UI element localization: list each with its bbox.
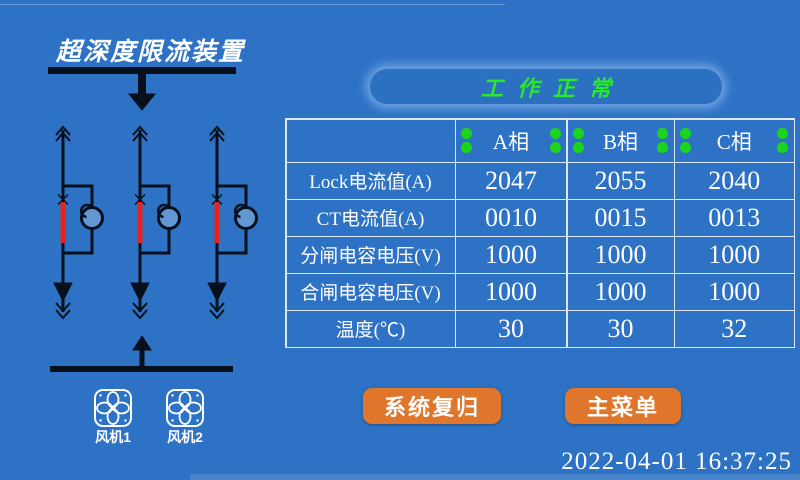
close-cap-voltage-a: 1000 xyxy=(456,274,566,310)
ct-current-c: 0013 xyxy=(675,200,794,236)
top-busbar xyxy=(48,67,236,74)
status-text: 工作正常 xyxy=(480,75,625,102)
indicator-dot xyxy=(680,142,691,153)
phase-a-indicators-left xyxy=(461,128,472,153)
temperature-b: 30 xyxy=(567,311,674,347)
output-up-arrow xyxy=(132,335,152,367)
phase-c-label: C相 xyxy=(716,129,752,154)
open-cap-voltage-a: 1000 xyxy=(456,237,566,273)
circuit-diagram xyxy=(48,67,258,427)
lock-current-c: 2040 xyxy=(675,163,794,199)
page-title: 超深度限流装置 xyxy=(56,37,246,66)
phase-branch-b xyxy=(130,125,181,320)
indicator-dot xyxy=(657,128,669,139)
phase-c-header: C相 xyxy=(675,119,794,162)
bottom-busbar xyxy=(50,366,233,372)
phase-c-indicators-right xyxy=(777,128,789,153)
indicator-dot xyxy=(461,128,472,139)
main-menu-button[interactable]: 主菜单 xyxy=(565,388,681,424)
indicator-dot xyxy=(657,142,669,153)
phase-branch-a xyxy=(53,125,104,320)
indicator-dot xyxy=(461,142,472,153)
phase-a-label: A相 xyxy=(492,129,530,154)
ct-current-b: 0015 xyxy=(567,200,674,236)
bypass-switch-icon xyxy=(234,206,258,230)
phase-b-label: B相 xyxy=(602,129,638,154)
phase-b-header: B相 xyxy=(567,119,674,162)
open-cap-voltage-b: 1000 xyxy=(567,237,674,273)
indicator-dot xyxy=(549,142,561,153)
fan-2-icon xyxy=(166,389,204,427)
phase-a-indicators-right xyxy=(549,128,561,153)
datetime-display: 2022-04-01 16:37:25 xyxy=(561,448,792,475)
temperature-c: 32 xyxy=(675,311,794,347)
indicator-dot xyxy=(680,128,691,139)
row-label-temperature: 温度(℃) xyxy=(286,311,455,347)
indicator-dot xyxy=(572,128,584,139)
bottom-divider xyxy=(190,474,800,480)
ct-current-a: 0010 xyxy=(456,200,566,236)
indicator-dot xyxy=(549,128,561,139)
phase-branch-c xyxy=(207,125,258,320)
row-label-lock-current: Lock电流值(A) xyxy=(286,163,455,199)
temperature-a: 30 xyxy=(456,311,566,347)
open-cap-voltage-c: 1000 xyxy=(675,237,794,273)
lock-current-a: 2047 xyxy=(456,163,566,199)
fan-1-icon xyxy=(94,389,132,427)
indicator-dot xyxy=(777,128,789,139)
phase-b-indicators-left xyxy=(572,128,584,153)
close-cap-voltage-c: 1000 xyxy=(675,274,794,310)
row-label-ct-current: CT电流值(A) xyxy=(286,200,455,236)
fan-2-label: 风机2 xyxy=(167,429,203,445)
bypass-switch-icon xyxy=(157,206,181,230)
feeder-down-arrow xyxy=(127,74,157,111)
phase-a-header: A相 xyxy=(456,119,566,162)
top-divider xyxy=(0,4,505,5)
indicator-dot xyxy=(777,142,789,153)
measurement-table: A相 B相 C相 Lock电流值(A) 2047 2055 2040 CT电流值… xyxy=(285,118,795,348)
status-banner: 工作正常 xyxy=(369,68,723,105)
fan-1-label: 风机1 xyxy=(95,429,131,445)
phase-b-indicators-right xyxy=(657,128,669,153)
close-cap-voltage-b: 1000 xyxy=(567,274,674,310)
row-label-close-cap-voltage: 合闸电容电压(V) xyxy=(286,274,455,310)
table-corner-cell xyxy=(286,119,455,162)
lock-current-b: 2055 xyxy=(567,163,674,199)
system-reset-button[interactable]: 系统复归 xyxy=(363,388,501,424)
bypass-switch-icon xyxy=(80,206,104,230)
phase-c-indicators-left xyxy=(680,128,691,153)
indicator-dot xyxy=(572,142,584,153)
row-label-open-cap-voltage: 分闸电容电压(V) xyxy=(286,237,455,273)
